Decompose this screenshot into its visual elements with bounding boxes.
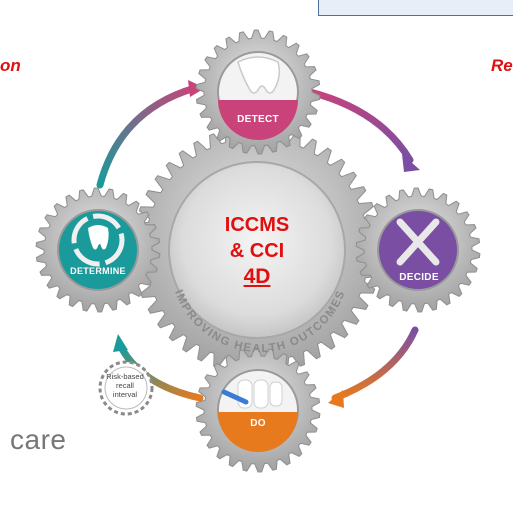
detect-label: DETECT — [237, 114, 279, 125]
center-line-3: 4D — [243, 265, 271, 288]
crossed-instruments-icon — [396, 218, 440, 266]
determine-label: DETERMINE — [70, 266, 126, 276]
center-disc — [168, 161, 346, 339]
tooth-icon — [237, 56, 281, 94]
risk-ring-icon — [71, 213, 125, 267]
brand-fragment: care — [10, 424, 67, 455]
arrow-determine-to-detect — [96, 84, 199, 189]
teeth-brush-icon — [221, 379, 283, 409]
left-side-label: on — [0, 56, 21, 75]
do-label: DO — [250, 418, 266, 429]
cycle-arrows — [96, 84, 419, 402]
arrow-heads — [113, 80, 420, 408]
arrowhead-determine — [113, 334, 128, 352]
right-side-label: Re — [491, 56, 513, 75]
tooth-icon — [88, 225, 109, 250]
top-caption-box — [318, 0, 513, 16]
arrowhead-do — [328, 390, 344, 408]
center-title: ICCMS & CCI 4D — [195, 212, 319, 290]
arrow-decide-to-do — [331, 326, 419, 402]
risk-gear-label: Risk-based recall interval — [106, 372, 144, 399]
risk-recall-gear — [98, 360, 154, 416]
stage-detect — [217, 51, 299, 140]
center-line-1: ICCMS — [224, 214, 290, 236]
stage-determine — [57, 209, 139, 291]
arrow-do-to-determine — [116, 341, 204, 402]
decide-label: DECIDE — [399, 272, 439, 283]
center-line-2: & CCI — [229, 240, 285, 262]
arrow-detect-to-decide — [306, 88, 414, 164]
stage-do — [217, 369, 299, 452]
arrowhead-decide — [402, 154, 420, 172]
stage-decide — [377, 209, 459, 291]
